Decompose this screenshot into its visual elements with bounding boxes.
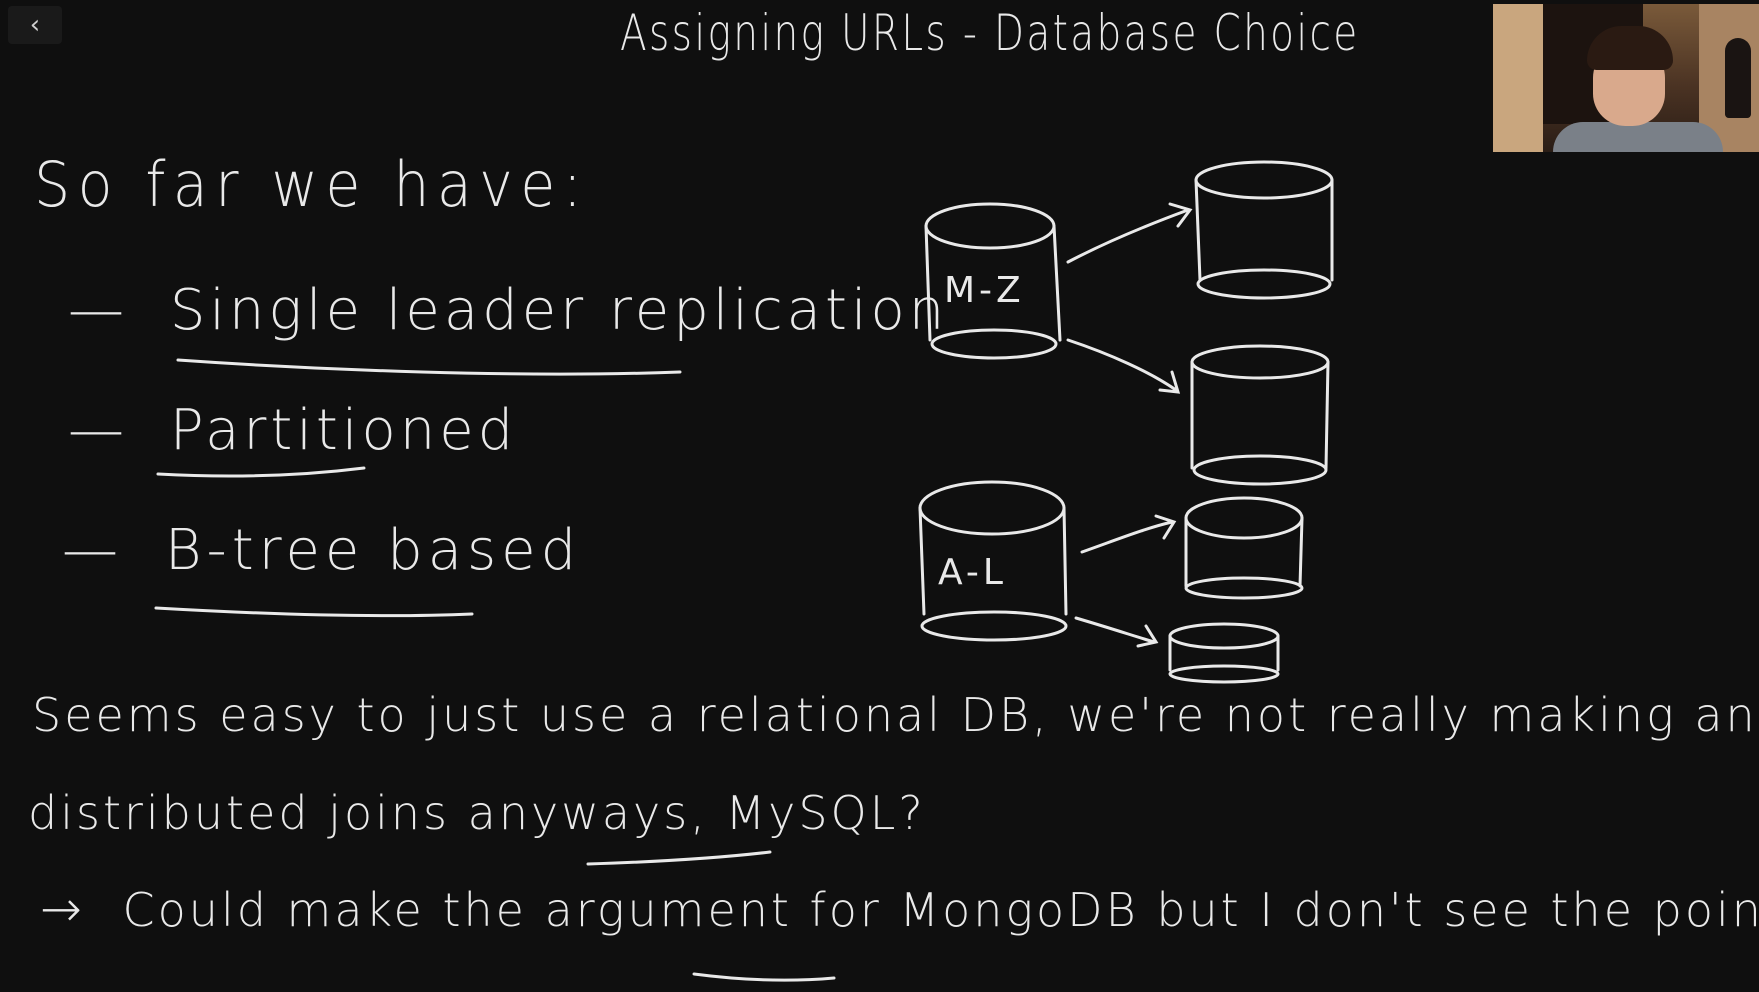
shard-label: A-L — [938, 552, 1007, 593]
underline — [154, 606, 474, 618]
shard-label: M-Z — [944, 270, 1025, 311]
slide-title: Assigning URLs - Database Choice — [620, 4, 1360, 62]
database-cylinder — [1168, 622, 1280, 684]
paragraph-line: distributed joins anyways, MySQL? — [28, 786, 926, 840]
bullet-item: — Single leader replication — [68, 278, 948, 343]
database-cylinder — [1184, 496, 1304, 600]
replication-arrow — [1080, 514, 1177, 554]
arrow-right-icon: → — [40, 880, 85, 938]
bullet-text: B-tree based — [164, 518, 582, 583]
underline — [692, 972, 836, 982]
bullet-item: — B-tree based — [62, 518, 581, 583]
database-cylinder — [918, 480, 1068, 642]
underline — [156, 466, 366, 478]
database-cylinder — [1194, 160, 1334, 300]
bullet-text: Single leader replication — [169, 278, 949, 343]
database-cylinder — [1190, 344, 1330, 486]
bullet-dash: — — [68, 398, 128, 463]
bullet-text: Partitioned — [169, 398, 518, 463]
replication-arrow — [1074, 616, 1159, 648]
bullet-dash: — — [68, 278, 128, 343]
underline — [586, 850, 772, 866]
replication-arrow — [1066, 202, 1193, 264]
webcam-video — [1493, 4, 1759, 152]
conclusion-text: Could make the argument for MongoDB but … — [122, 883, 1759, 937]
underline — [176, 358, 682, 376]
database-cylinder — [924, 202, 1062, 360]
bullet-dash: — — [62, 518, 123, 583]
conclusion-line: → Could make the argument for MongoDB bu… — [40, 880, 1759, 938]
paragraph-line: Seems easy to just use a relational DB, … — [32, 688, 1759, 742]
bullet-item: — Partitioned — [68, 398, 517, 463]
replication-arrow — [1066, 338, 1181, 394]
slide-heading: So far we have: — [34, 148, 590, 221]
back-button[interactable]: ‹ — [8, 6, 62, 44]
chevron-left-icon: ‹ — [29, 10, 41, 40]
